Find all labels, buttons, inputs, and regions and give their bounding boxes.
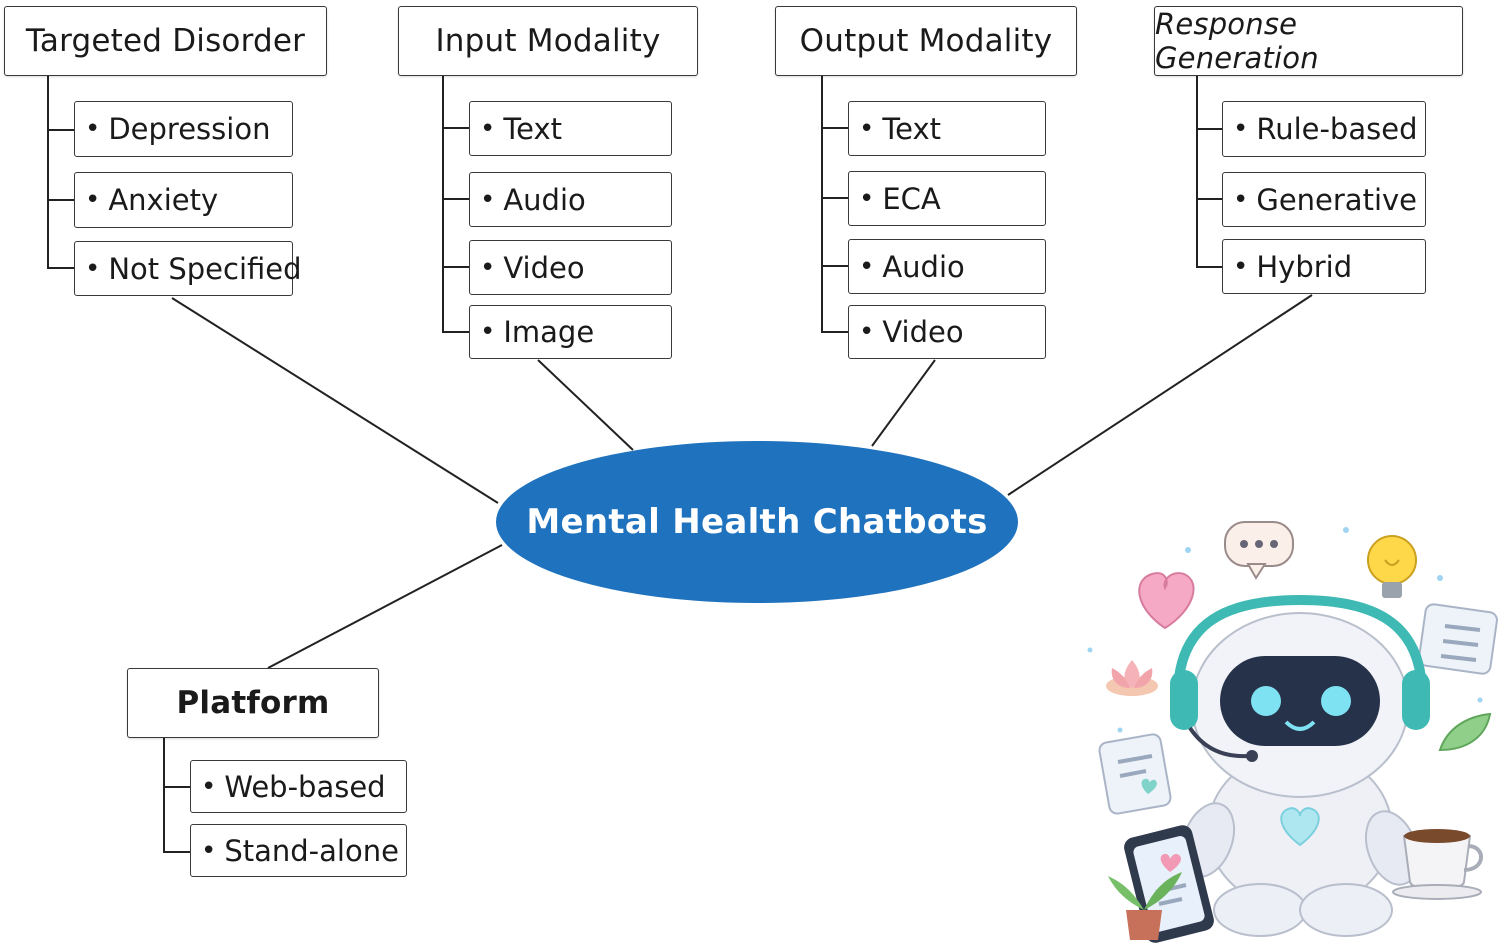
spoke-response-generation xyxy=(1007,294,1313,496)
output-modality-item: •ECA xyxy=(848,171,1046,226)
robot-chatbot-illustration xyxy=(1087,521,1498,943)
tree-input-modality xyxy=(442,76,469,333)
input-modality-item: •Audio xyxy=(469,172,672,227)
heart-icon xyxy=(1138,572,1195,630)
targeted-disorder-item: •Not Specified xyxy=(74,241,302,296)
coffee-cup-icon xyxy=(1392,829,1483,900)
lightbulb-icon xyxy=(1367,535,1417,598)
spoke-targeted-disorder xyxy=(171,297,499,504)
speech-bubble-icon xyxy=(1224,521,1294,580)
output-modality-header: Output Modality xyxy=(775,6,1077,76)
input-modality-item: •Video xyxy=(469,240,672,295)
tree-targeted-disorder xyxy=(47,76,74,269)
spoke-input-modality xyxy=(537,359,634,451)
lotus-icon xyxy=(1106,660,1158,696)
platform-item: •Web-based xyxy=(190,760,407,813)
note-card-icon xyxy=(1098,733,1172,815)
platform-header: Platform xyxy=(127,668,379,738)
output-modality-item: •Audio xyxy=(848,239,1046,294)
response-generation-item: •Generative xyxy=(1222,172,1426,227)
targeted-disorder-item: •Depression xyxy=(74,101,293,157)
spoke-output-modality xyxy=(871,359,936,447)
input-modality-item: •Text xyxy=(469,101,672,156)
tree-platform xyxy=(163,738,190,853)
leaf-icon xyxy=(1438,712,1492,752)
robot-head xyxy=(1170,594,1430,798)
output-modality-item: •Text xyxy=(848,101,1046,156)
response-generation-header: Response Generation xyxy=(1154,6,1463,76)
tree-response-generation xyxy=(1196,76,1222,268)
response-generation-item: •Hybrid xyxy=(1222,239,1426,294)
plant-icon xyxy=(1108,872,1182,940)
center-node: Mental Health Chatbots xyxy=(496,441,1018,603)
output-modality-item: •Video xyxy=(848,305,1046,359)
input-modality-item: •Image xyxy=(469,305,672,359)
checklist-icon xyxy=(1418,603,1498,675)
sparkle-icons xyxy=(1087,527,1483,733)
platform-item: •Stand-alone xyxy=(190,824,407,877)
targeted-disorder-header: Targeted Disorder xyxy=(4,6,327,76)
input-modality-header: Input Modality xyxy=(398,6,698,76)
chest-heart-icon xyxy=(1280,807,1320,847)
targeted-disorder-item: •Anxiety xyxy=(74,172,293,228)
tree-output-modality xyxy=(821,76,848,333)
response-generation-item: •Rule-based xyxy=(1222,101,1426,157)
spoke-platform xyxy=(267,544,503,669)
